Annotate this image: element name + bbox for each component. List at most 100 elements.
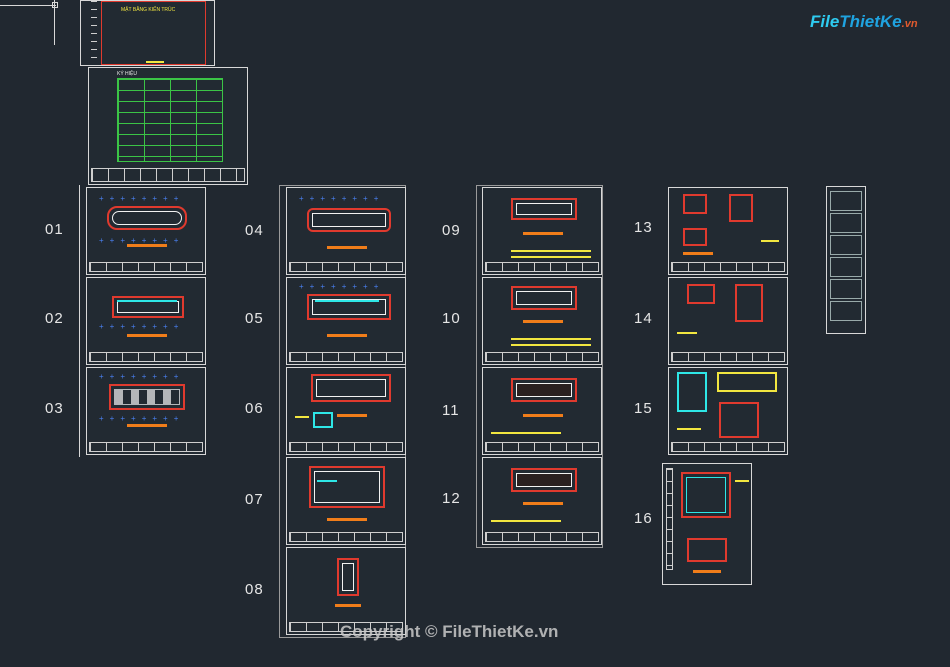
- column-1-divider: [79, 185, 80, 457]
- header-sheet[interactable]: MẶT BẰNG KIẾN TRÚC: [80, 0, 215, 66]
- plan-inner: [516, 473, 572, 487]
- annotation-line: [491, 520, 561, 522]
- section-detail: [717, 372, 777, 392]
- drawing-sheet-08[interactable]: [286, 547, 406, 635]
- crosshair-cursor-vertical: [54, 0, 55, 45]
- drawing-sheet-10[interactable]: [482, 277, 602, 365]
- title-block: [289, 622, 403, 632]
- title-block: [485, 532, 599, 542]
- floor-plan: [311, 374, 391, 402]
- title-block: [289, 442, 403, 452]
- sheet-number-15: 15: [634, 400, 653, 417]
- title-block: [289, 262, 403, 272]
- plan-label: [523, 502, 563, 505]
- plan-inner: [516, 291, 572, 305]
- mini-sheet: [830, 191, 862, 211]
- sheet-number-16: 16: [634, 510, 653, 527]
- title-block: [289, 532, 403, 542]
- annotation-line: [295, 416, 309, 418]
- plan-inner: [112, 211, 182, 225]
- detail-plan: [735, 284, 763, 322]
- plan-label: [523, 320, 563, 323]
- detail-plan: [683, 228, 707, 246]
- sheet-number-13: 13: [634, 219, 653, 236]
- plan-label: [327, 334, 367, 337]
- mini-sheet: [830, 213, 862, 233]
- plan-highlight: [317, 480, 337, 482]
- grid-markers: ++++++++: [99, 414, 185, 423]
- sheet-number-06: 06: [245, 400, 264, 417]
- mini-sheet-stack[interactable]: [826, 186, 866, 334]
- title-block: [671, 442, 785, 452]
- sheet-number-08: 08: [245, 581, 264, 598]
- floor-plan: [511, 286, 577, 310]
- sheet-number-07: 07: [245, 491, 264, 508]
- title-block: [89, 262, 203, 272]
- sheet-number-11: 11: [442, 402, 460, 419]
- grid-markers: ++++++++: [99, 194, 185, 203]
- drawing-sheet-12[interactable]: [482, 457, 602, 545]
- drawing-sheet-02[interactable]: ++++++++: [86, 277, 206, 365]
- sheet-number-01: 01: [45, 221, 64, 238]
- copyright-watermark: Copyright © FileThietKe.vn: [340, 622, 559, 641]
- detail-plan: [681, 472, 731, 518]
- grid-markers: ++++++++: [99, 372, 185, 381]
- title-block: [89, 352, 203, 362]
- drawing-sheet-15[interactable]: [668, 367, 788, 455]
- sheet-number-04: 04: [245, 222, 264, 239]
- filethietke-logo: FileThietKe.vn: [810, 12, 918, 32]
- title-strip: [91, 1, 97, 63]
- drawing-sheet-04[interactable]: ++++++++: [286, 187, 406, 275]
- sheet-number-09: 09: [442, 222, 461, 239]
- plan-inner: [316, 379, 386, 397]
- drawing-sheet-13[interactable]: [668, 187, 788, 275]
- grid-markers: ++++++++: [299, 282, 385, 291]
- drawing-sheet-06[interactable]: [286, 367, 406, 455]
- drawing-sheet-05[interactable]: ++++++++: [286, 277, 406, 365]
- logo-name: ThietKe: [839, 12, 902, 31]
- legend-title: KÝ HIỆU: [117, 71, 138, 77]
- title-block: [91, 168, 245, 182]
- legend-sheet[interactable]: KÝ HIỆU: [88, 67, 248, 185]
- crosshair-cursor: [0, 5, 56, 6]
- detail-plan: [687, 538, 727, 562]
- sheet-number-02: 02: [45, 310, 64, 327]
- mini-sheet: [830, 279, 862, 299]
- plan-label: [683, 252, 713, 255]
- plan-inner: [314, 471, 380, 503]
- floor-plan: [109, 384, 185, 410]
- detail-plan: [729, 194, 753, 222]
- mini-sheet: [830, 257, 862, 277]
- mini-sheet: [830, 235, 862, 255]
- plan-inner: [117, 301, 179, 313]
- legend-table: [117, 78, 223, 162]
- floor-plan: [309, 466, 385, 508]
- plan-inner: [516, 383, 572, 397]
- title-block: [89, 442, 203, 452]
- drawing-sheet-14[interactable]: [668, 277, 788, 365]
- header-frame: [101, 1, 206, 65]
- plan-label: [127, 244, 167, 247]
- title-block: [485, 352, 599, 362]
- drawing-sheet-16[interactable]: [662, 463, 752, 585]
- detail-plan: [683, 194, 707, 214]
- plan-label: [327, 246, 367, 249]
- plan-label: [127, 334, 167, 337]
- logo-brand: File: [810, 12, 840, 31]
- plan-inner: [312, 213, 386, 227]
- plan-inner: [312, 299, 386, 315]
- column-3-frame: [476, 185, 603, 548]
- drawing-sheet-09[interactable]: [482, 187, 602, 275]
- mini-sheet: [830, 301, 862, 321]
- annotation-line: [491, 432, 561, 434]
- title-block: [289, 352, 403, 362]
- drawing-sheet-07[interactable]: [286, 457, 406, 545]
- plan-inner: [342, 563, 354, 591]
- drawing-sheet-11[interactable]: [482, 367, 602, 455]
- detail-plan: [687, 284, 715, 304]
- drawing-sheet-01[interactable]: ++++++++ ++++++++: [86, 187, 206, 275]
- annotation-line: [511, 256, 591, 258]
- drawing-sheet-03[interactable]: ++++++++ ++++++++: [86, 367, 206, 455]
- annotation-line: [761, 240, 779, 242]
- floor-plan: [511, 198, 577, 220]
